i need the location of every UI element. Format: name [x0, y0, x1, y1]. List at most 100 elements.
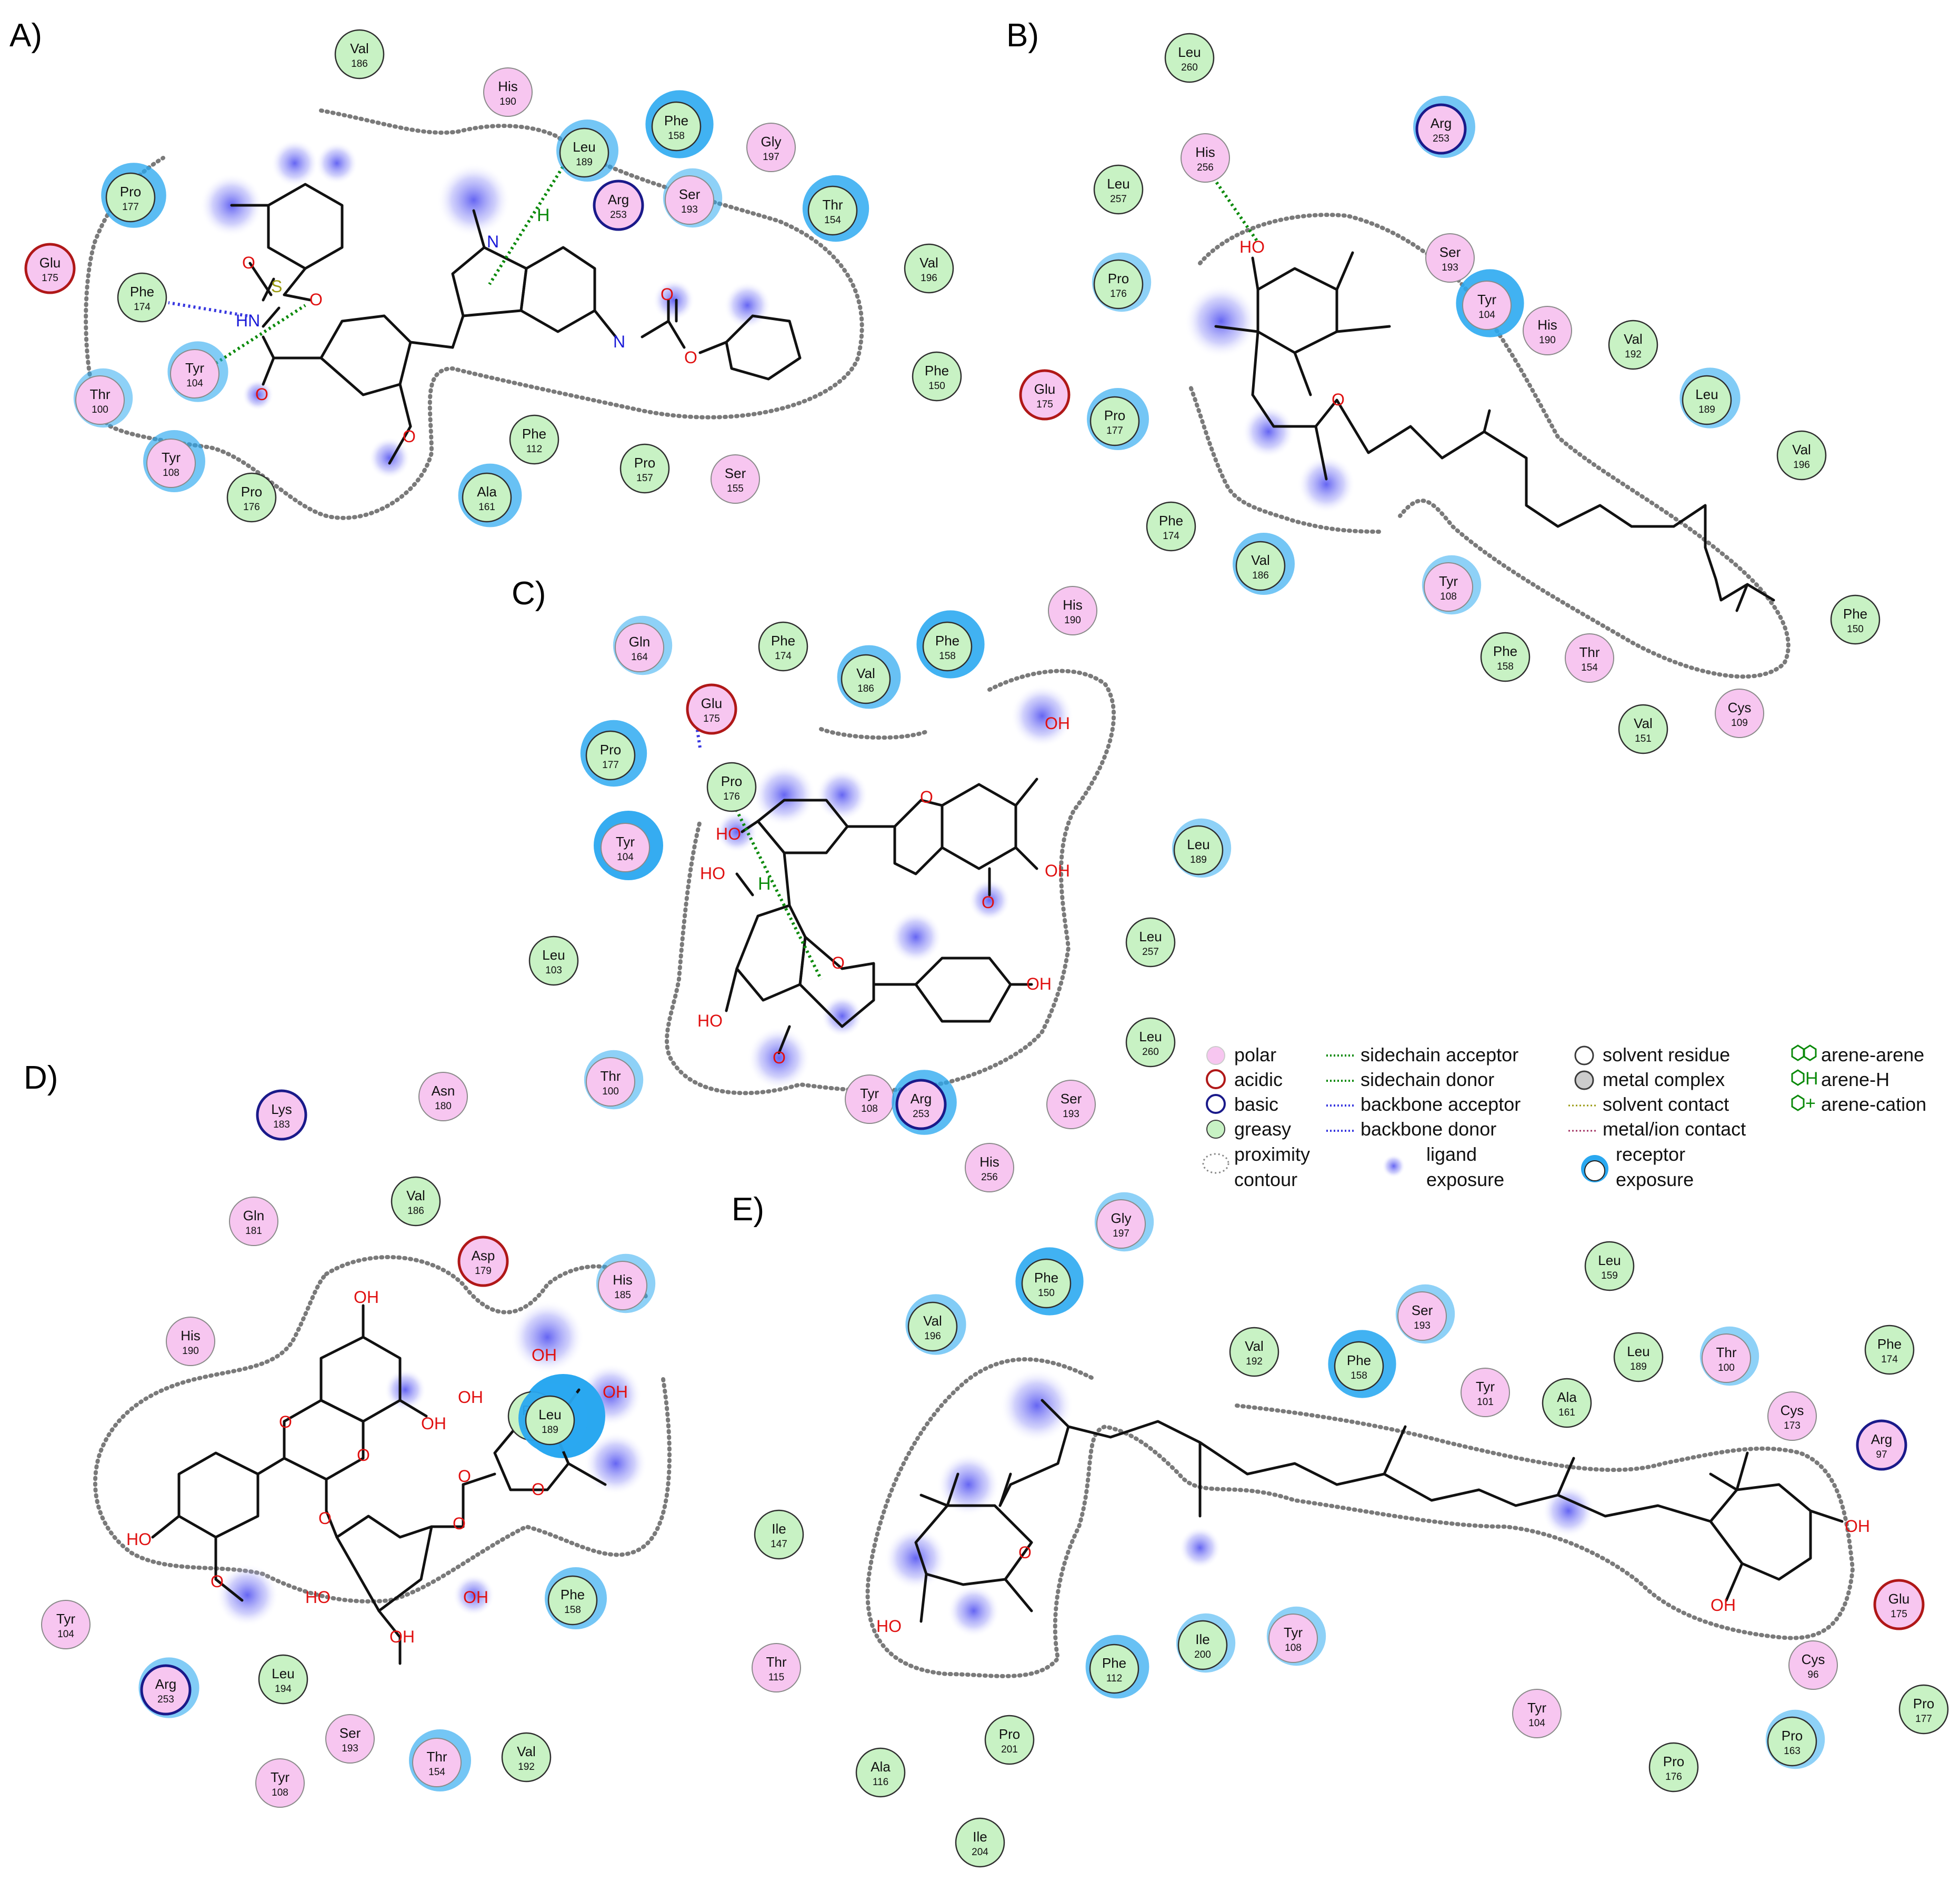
- residue-number: 108: [272, 1787, 288, 1798]
- atom-label: OH: [1045, 714, 1070, 733]
- residue-name: Arg: [911, 1091, 932, 1107]
- residue-disc: [462, 472, 512, 523]
- residue-disc: [904, 243, 954, 294]
- residue-disc: [1093, 164, 1144, 215]
- panel-d: OH OH O O HO O O HO OH OH OH OH O O OH O…: [41, 1072, 672, 1808]
- legend-arene-cation-symbol: +: [1805, 1093, 1816, 1113]
- panel-c: OH O OH O HO HO OH O HO O H Gln164Phe174…: [528, 586, 1232, 1192]
- legend-arene-h-icon: H: [1791, 1069, 1818, 1089]
- residue-name: Pro: [600, 742, 621, 758]
- residue-name: Phe: [1843, 606, 1867, 622]
- residue-number: 150: [928, 381, 945, 392]
- legend-arene-cation: arene-cation: [1821, 1093, 1926, 1115]
- atom-label: HO: [876, 1617, 902, 1636]
- residue-disc: [1046, 1080, 1096, 1129]
- residue-name: Tyr: [1527, 1700, 1546, 1716]
- residue-name: His: [498, 78, 518, 94]
- residue-number: 157: [636, 473, 653, 484]
- residue-disc: [1480, 632, 1531, 682]
- residue-disc: [525, 1395, 575, 1446]
- residue-tyr-104: Tyr 104: [1512, 1689, 1562, 1738]
- residue-number: 257: [1142, 947, 1159, 958]
- residue-name: Leu: [272, 1666, 294, 1681]
- residue-number: 163: [1784, 1746, 1801, 1757]
- residue-name: Leu: [1598, 1252, 1621, 1268]
- residue-number: 179: [475, 1266, 492, 1277]
- residue-name: Leu: [1139, 929, 1162, 944]
- residue-number: 108: [861, 1103, 878, 1114]
- residue-name: Val: [856, 665, 875, 681]
- residue-number: 189: [542, 1425, 558, 1436]
- residue-name: Ile: [973, 1829, 987, 1845]
- atom-label: HO: [126, 1530, 152, 1549]
- residue-number: 108: [163, 467, 179, 479]
- residue-disc: [619, 443, 670, 494]
- atom-label: O: [453, 1514, 466, 1533]
- residue-disc: [528, 935, 579, 986]
- residue-name: Thr: [601, 1068, 621, 1084]
- residue-number: 176: [243, 502, 260, 513]
- residue-name: Gly: [761, 134, 782, 150]
- residue-name: Ala: [871, 1759, 891, 1775]
- residue-number: 176: [723, 791, 740, 802]
- residue-disc: [922, 621, 973, 672]
- residue-name: His: [181, 1328, 201, 1343]
- residue-number: 200: [1194, 1649, 1211, 1660]
- residue-number: 189: [576, 157, 593, 168]
- residue-disc: [166, 1317, 215, 1366]
- panel-e: O HO OH OH Gly197Leu159Phe150Ser193Val19…: [752, 1192, 1949, 1868]
- atom-label: HO: [700, 864, 725, 883]
- residue-disc: [24, 243, 76, 294]
- ligand-structure-d: OH OH O O HO O O HO OH OH OH OH O O OH O: [126, 1288, 628, 1665]
- residue-disc: [1462, 281, 1512, 330]
- residue-disc: [1702, 1333, 1751, 1383]
- residue-disc: [1164, 33, 1215, 83]
- residue-number: 173: [1784, 1420, 1801, 1431]
- residue-disc: [1856, 1419, 1907, 1471]
- legend-basic: basic: [1234, 1093, 1278, 1115]
- proximity-contour-c: [665, 669, 1116, 1096]
- residue-disc: [1089, 396, 1140, 446]
- residue-disc: [391, 1176, 441, 1227]
- residue-disc: [1873, 1579, 1925, 1630]
- legend-solvent-contact: solvent contact: [1603, 1093, 1729, 1115]
- residue-number: 196: [1793, 460, 1810, 471]
- residue-number: 197: [763, 152, 779, 163]
- residue-name: Phe: [1347, 1352, 1371, 1368]
- residue-disc: [501, 1732, 552, 1783]
- residue-name: Cys: [1728, 700, 1752, 715]
- residue-number: 154: [1581, 662, 1598, 673]
- residue-number: 196: [921, 273, 937, 284]
- residue-name: Arg: [608, 192, 629, 207]
- residue-number: 186: [1252, 570, 1269, 581]
- residue-disc: [615, 623, 664, 672]
- residue-disc: [984, 1715, 1035, 1765]
- residue-name: Leu: [542, 947, 565, 963]
- residue-name: Phe: [664, 113, 688, 128]
- residue-disc: [686, 683, 737, 735]
- residue-number: 104: [1528, 1718, 1545, 1729]
- residue-number: 257: [1110, 194, 1127, 205]
- residue-disc: [146, 439, 196, 488]
- residue-name: Val: [406, 1188, 425, 1203]
- residue-name: Pro: [721, 773, 742, 789]
- legend-arene-arene: arene-arene: [1821, 1044, 1924, 1066]
- residue-disc: [1096, 1199, 1146, 1249]
